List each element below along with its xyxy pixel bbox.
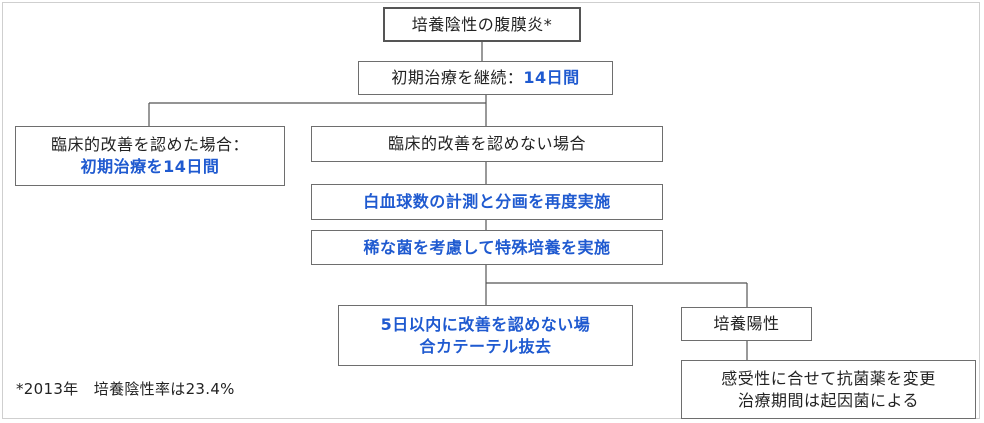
repeat-wbc-count-label: 白血球数の計測と分画を再度実施: [363, 192, 611, 211]
box-no-clinical-improvement: 臨床的改善を認めない場合: [311, 126, 663, 162]
continue-initial-therapy-label: 初期治療を継続：: [391, 68, 524, 87]
diagram-frame: [2, 2, 980, 419]
box-continue-initial-therapy: 初期治療を継続：14日間: [358, 61, 613, 95]
box-culture-negative-peritonitis: 培養陰性の腹膜炎*: [383, 7, 581, 42]
clinical-improvement-label: 臨床的改善を認めた場合：: [50, 135, 249, 154]
box-repeat-wbc-count: 白血球数の計測と分画を再度実施: [311, 184, 663, 220]
box-continue-initial-therapy-line: 初期治療を継続：14日間: [391, 67, 579, 89]
catheter-removal-line2: 合カテーテル抜去: [419, 336, 552, 356]
clinical-improvement-treatment: 初期治療を14日間: [80, 157, 220, 176]
catheter-removal-line1: 5日以内に改善を認めない場: [380, 314, 591, 334]
culture-positive-label: 培養陽性: [713, 314, 780, 333]
special-culture-label: 稀な菌を考慮して特殊培養を実施: [363, 237, 611, 257]
box-culture-negative-peritonitis-label: 培養陰性の腹膜炎*: [411, 14, 553, 34]
change-antibiotic-line2: 治療期間は起因菌による: [737, 390, 920, 410]
no-clinical-improvement-label: 臨床的改善を認めない場合: [387, 134, 586, 153]
box-special-culture: 稀な菌を考慮して特殊培養を実施: [311, 230, 663, 265]
box-culture-positive: 培養陽性: [681, 307, 812, 341]
change-antibiotic-line1: 感受性に合せて抗菌薬を変更: [721, 368, 936, 388]
box-clinical-improvement: 臨床的改善を認めた場合： 初期治療を14日間: [15, 126, 285, 186]
box-catheter-removal: 5日以内に改善を認めない場 合カテーテル抜去: [338, 305, 633, 366]
continue-initial-therapy-duration: 14日間: [523, 68, 580, 87]
box-change-antibiotic: 感受性に合せて抗菌薬を変更 治療期間は起因菌による: [681, 360, 976, 419]
footnote: *2013年 培養陰性率は23.4%: [16, 380, 235, 398]
